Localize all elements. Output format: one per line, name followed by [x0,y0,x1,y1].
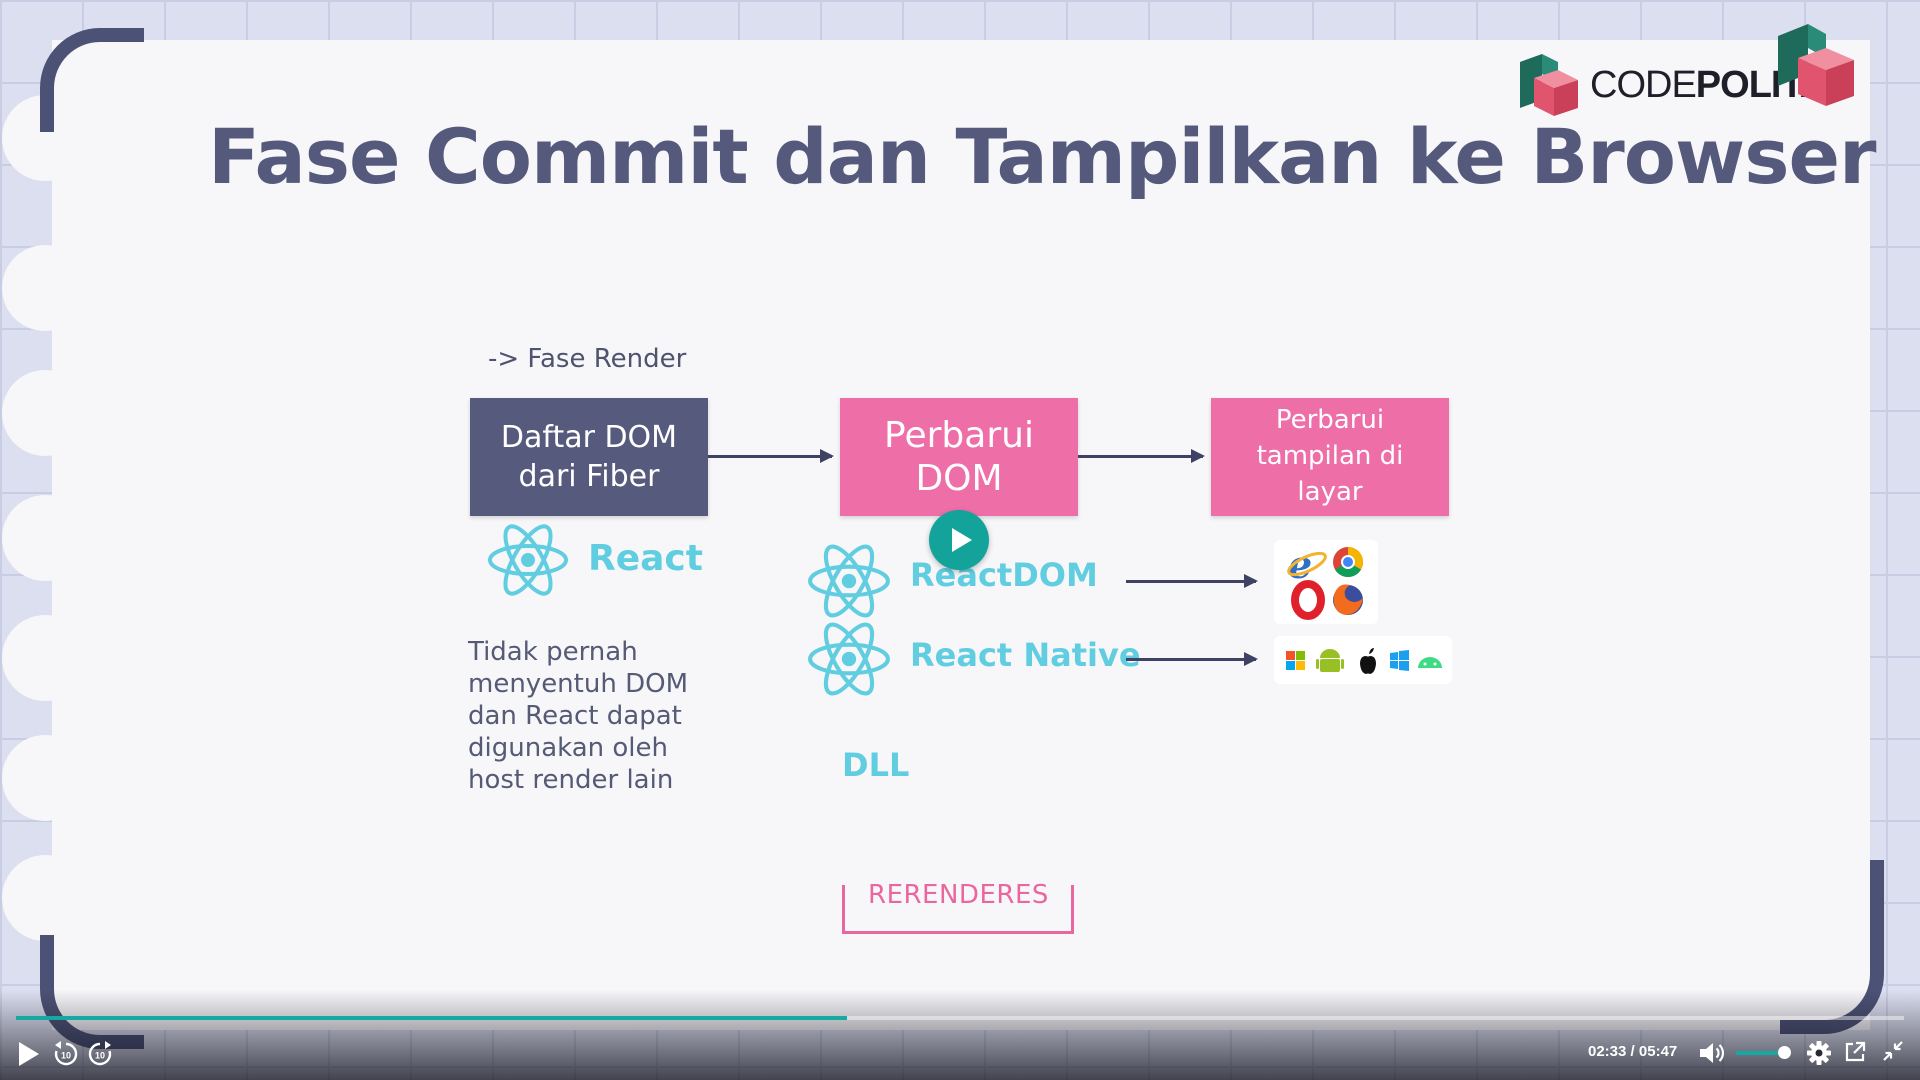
slide-edge-bump [2,495,88,581]
description-text: Tidak pernah menyentuh DOM dan React dap… [468,637,688,795]
cube-logo-icon [1520,54,1578,116]
firefox-icon [1333,584,1363,615]
arrow-reactdom-to-browsers [1126,574,1258,588]
volume-fill [1736,1051,1784,1055]
volume-icon[interactable] [1698,1040,1726,1066]
progress-track[interactable] [16,1016,1904,1020]
forward-10-icon[interactable]: 10 [86,1040,114,1068]
windows-phone-icon [1390,650,1409,671]
rewind-10-icon[interactable]: 10 [52,1040,80,1068]
popout-icon[interactable] [1843,1040,1867,1064]
slide-edge-bump [2,855,88,941]
android-icon [1316,649,1344,672]
windows-icon [1286,651,1305,670]
codepolitan-logo: CODEPOLITAN [1512,48,1872,128]
player-controls-bar [0,990,1920,1080]
platform-icons [1274,636,1452,684]
current-time: 02:33 [1588,1043,1627,1060]
phase-label: -> Fase Render [488,344,687,374]
slide-edge-bump [2,370,88,456]
browser-icons: e [1274,540,1378,624]
arrow-fiber-to-dom [708,449,834,463]
time-display: 02:33 / 05:47 [1588,1043,1677,1060]
dll-label: DLL [842,746,910,784]
volume-slider-handle[interactable] [1777,1046,1791,1059]
corner-cube-icon [1778,24,1854,106]
arrow-native-to-platforms [1126,652,1258,666]
apple-icon [1360,648,1376,674]
react-icon [808,544,890,618]
rerenderers-label: RERENDERES [868,880,1049,910]
time-separator: / [1630,1043,1635,1060]
svg-text:10: 10 [61,1051,71,1061]
react-label: React [588,538,703,579]
center-play-button[interactable] [929,510,989,570]
arrow-dom-to-screen [1078,449,1205,463]
page-title: Fase Commit dan Tampilkan ke Browser [208,112,1876,201]
chrome-icon [1333,547,1364,578]
slide-edge-bump [2,615,88,701]
duration: 05:47 [1638,1043,1678,1060]
react-icon [488,524,568,596]
slide-edge-bump [2,735,88,821]
gear-icon[interactable] [1806,1040,1832,1066]
svg-text:10: 10 [95,1051,105,1061]
react-icon [808,622,890,696]
slide-edge-bump [2,245,88,331]
internet-explorer-icon: e [1287,542,1327,587]
play-icon[interactable] [16,1042,40,1066]
rerenderers-bracket [842,885,1074,934]
opera-icon [1291,580,1325,620]
android-icon [1418,657,1442,668]
react-native-label: React Native [910,636,1141,674]
exit-fullscreen-icon[interactable] [1882,1040,1904,1062]
progress-fill [16,1016,847,1020]
